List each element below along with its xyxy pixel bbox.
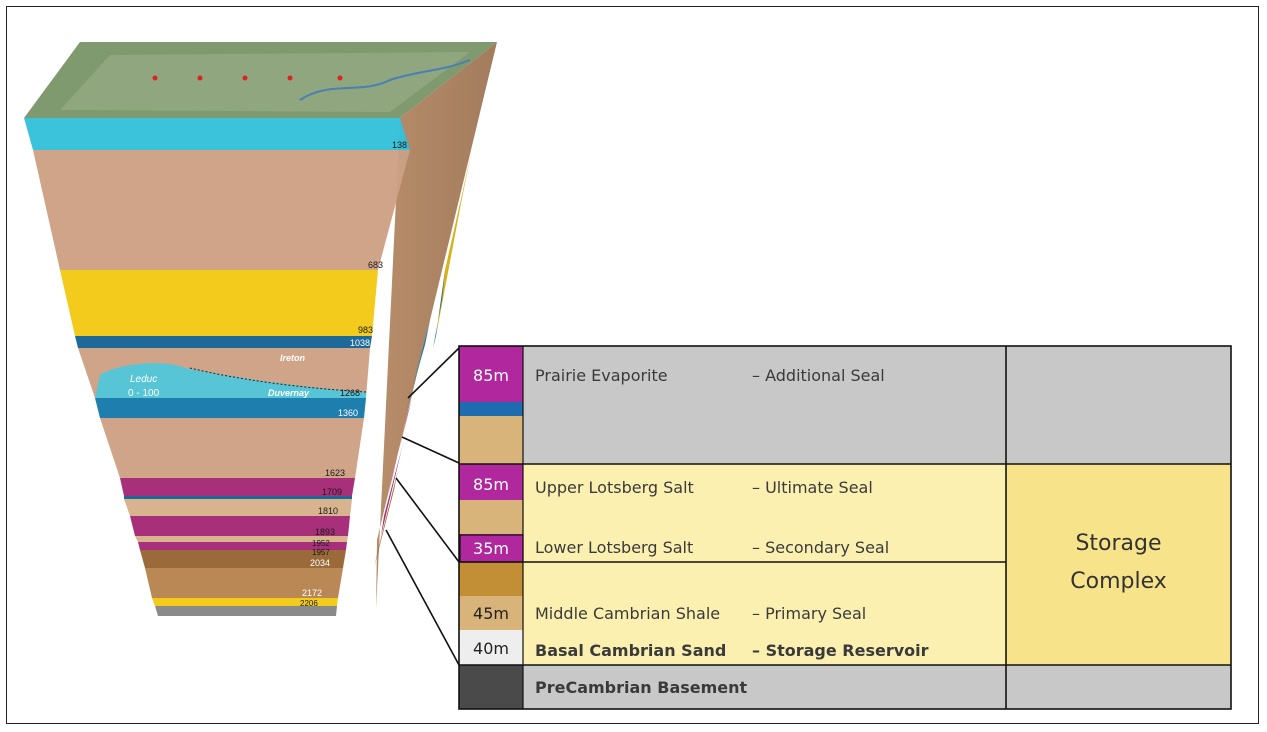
connector-line: [401, 436, 460, 464]
depth-label: 1957: [312, 548, 330, 557]
storage-complex-line1: Storage: [1075, 531, 1162, 556]
layer-brown: [140, 550, 346, 568]
layer-tan-6: [145, 568, 343, 598]
ireton-label: Ireton: [280, 353, 306, 363]
layer-tan-1: [33, 150, 410, 270]
figure-frame: [6, 6, 1259, 724]
depth-label: 683: [368, 260, 383, 270]
site-marker: [242, 75, 248, 81]
site-marker: [152, 75, 158, 81]
storage-complex-box: [1006, 464, 1231, 665]
leduc-label: Leduc: [130, 374, 157, 385]
thickness-upper-lotsberg: 85m: [473, 474, 509, 494]
duvernay-label: Duvernay: [268, 388, 310, 398]
swatch-blue: [459, 402, 523, 416]
layer-yellow: [60, 270, 378, 336]
swatch-basal-cambrian: [459, 630, 523, 665]
depth-label: 1360: [338, 408, 358, 418]
layer-blue-thin-2: [124, 496, 352, 499]
role-middle-cambrian: – Primary Seal: [752, 604, 867, 623]
depth-label: 2034: [310, 558, 330, 568]
precambrian-section: [459, 665, 1006, 709]
layer-yellow-basal: [152, 598, 338, 606]
layer-salt-prairie: [120, 478, 355, 496]
swatch-brown: [459, 562, 523, 596]
side-shade: [376, 42, 497, 610]
right-grey-top: [1006, 346, 1231, 464]
name-basal-cambrian: Basal Cambrian Sand: [535, 641, 727, 660]
depth-label: 138: [392, 140, 407, 150]
depth-label: 2172: [302, 588, 322, 598]
river: [299, 59, 471, 101]
layer-salt-upper-lotsberg: [130, 516, 350, 536]
site-marker: [337, 75, 343, 81]
name-lower-lotsberg: Lower Lotsberg Salt: [535, 538, 694, 557]
swatch-upper-lotsberg: [459, 464, 523, 500]
swatch-tan-2: [459, 500, 523, 534]
layer-blue-thin: [75, 336, 372, 348]
name-upper-lotsberg: Upper Lotsberg Salt: [535, 478, 694, 497]
role-basal-cambrian: – Storage Reservoir: [752, 641, 929, 660]
layer-basement: [155, 606, 337, 616]
surface-map-texture: [60, 52, 470, 112]
layer-cyan-top: [24, 118, 410, 150]
name-precambrian: PreCambrian Basement: [535, 678, 748, 697]
right-grey-bottom: [1006, 665, 1231, 709]
site-marker: [197, 75, 203, 81]
leduc-reef: [95, 363, 366, 398]
site-marker: [287, 75, 293, 81]
thickness-lower-lotsberg: 35m: [473, 538, 509, 558]
depth-label: 1268: [340, 388, 360, 398]
depth-label: 2206: [300, 599, 318, 608]
role-lower-lotsberg: – Secondary Seal: [752, 538, 890, 557]
swatch-basement: [459, 665, 523, 709]
swatch-middle-cambrian: [459, 596, 523, 630]
geological-block-diagram: 138 683 983 1038 1268 1360 1623 1709 181…: [24, 42, 497, 616]
side-brown: [374, 470, 398, 568]
storage-section: [459, 464, 1006, 665]
name-middle-cambrian: Middle Cambrian Shale: [535, 604, 721, 623]
thickness-basal-cambrian: 40m: [473, 638, 509, 658]
storage-complex-label: Storage Complex: [1006, 525, 1231, 601]
depth-label: 983: [358, 325, 373, 335]
layer-tan-4: [124, 499, 352, 516]
depth-label: 1893: [315, 527, 335, 537]
connector-line: [385, 529, 460, 666]
leduc-range-label: 0 - 100: [128, 388, 160, 399]
connector-line: [395, 477, 460, 563]
role-upper-lotsberg: – Ultimate Seal: [752, 478, 873, 497]
swatch-prairie-salt: [459, 346, 523, 402]
depth-label: 1709: [322, 487, 342, 497]
thickness-prairie: 85m: [473, 365, 509, 385]
depth-label: 1038: [350, 338, 370, 348]
depth-label: 1952: [312, 539, 330, 548]
thickness-middle-cambrian: 45m: [473, 603, 509, 623]
layer-blue-duvernay: [95, 398, 366, 418]
layer-tan-5: [135, 536, 348, 542]
depth-label: 1810: [318, 506, 338, 516]
connector-line: [407, 347, 460, 399]
swatch-tan: [459, 416, 523, 464]
name-prairie: Prairie Evaporite: [535, 366, 668, 385]
layer-tan-3: [100, 418, 364, 478]
layer-salt-lower-lotsberg: [138, 542, 347, 550]
storage-complex-line2: Complex: [1070, 569, 1167, 594]
prairie-section: [459, 346, 1006, 464]
swatch-lower-lotsberg: [459, 534, 523, 562]
role-prairie: – Additional Seal: [752, 366, 885, 385]
depth-label: 1623: [325, 468, 345, 478]
